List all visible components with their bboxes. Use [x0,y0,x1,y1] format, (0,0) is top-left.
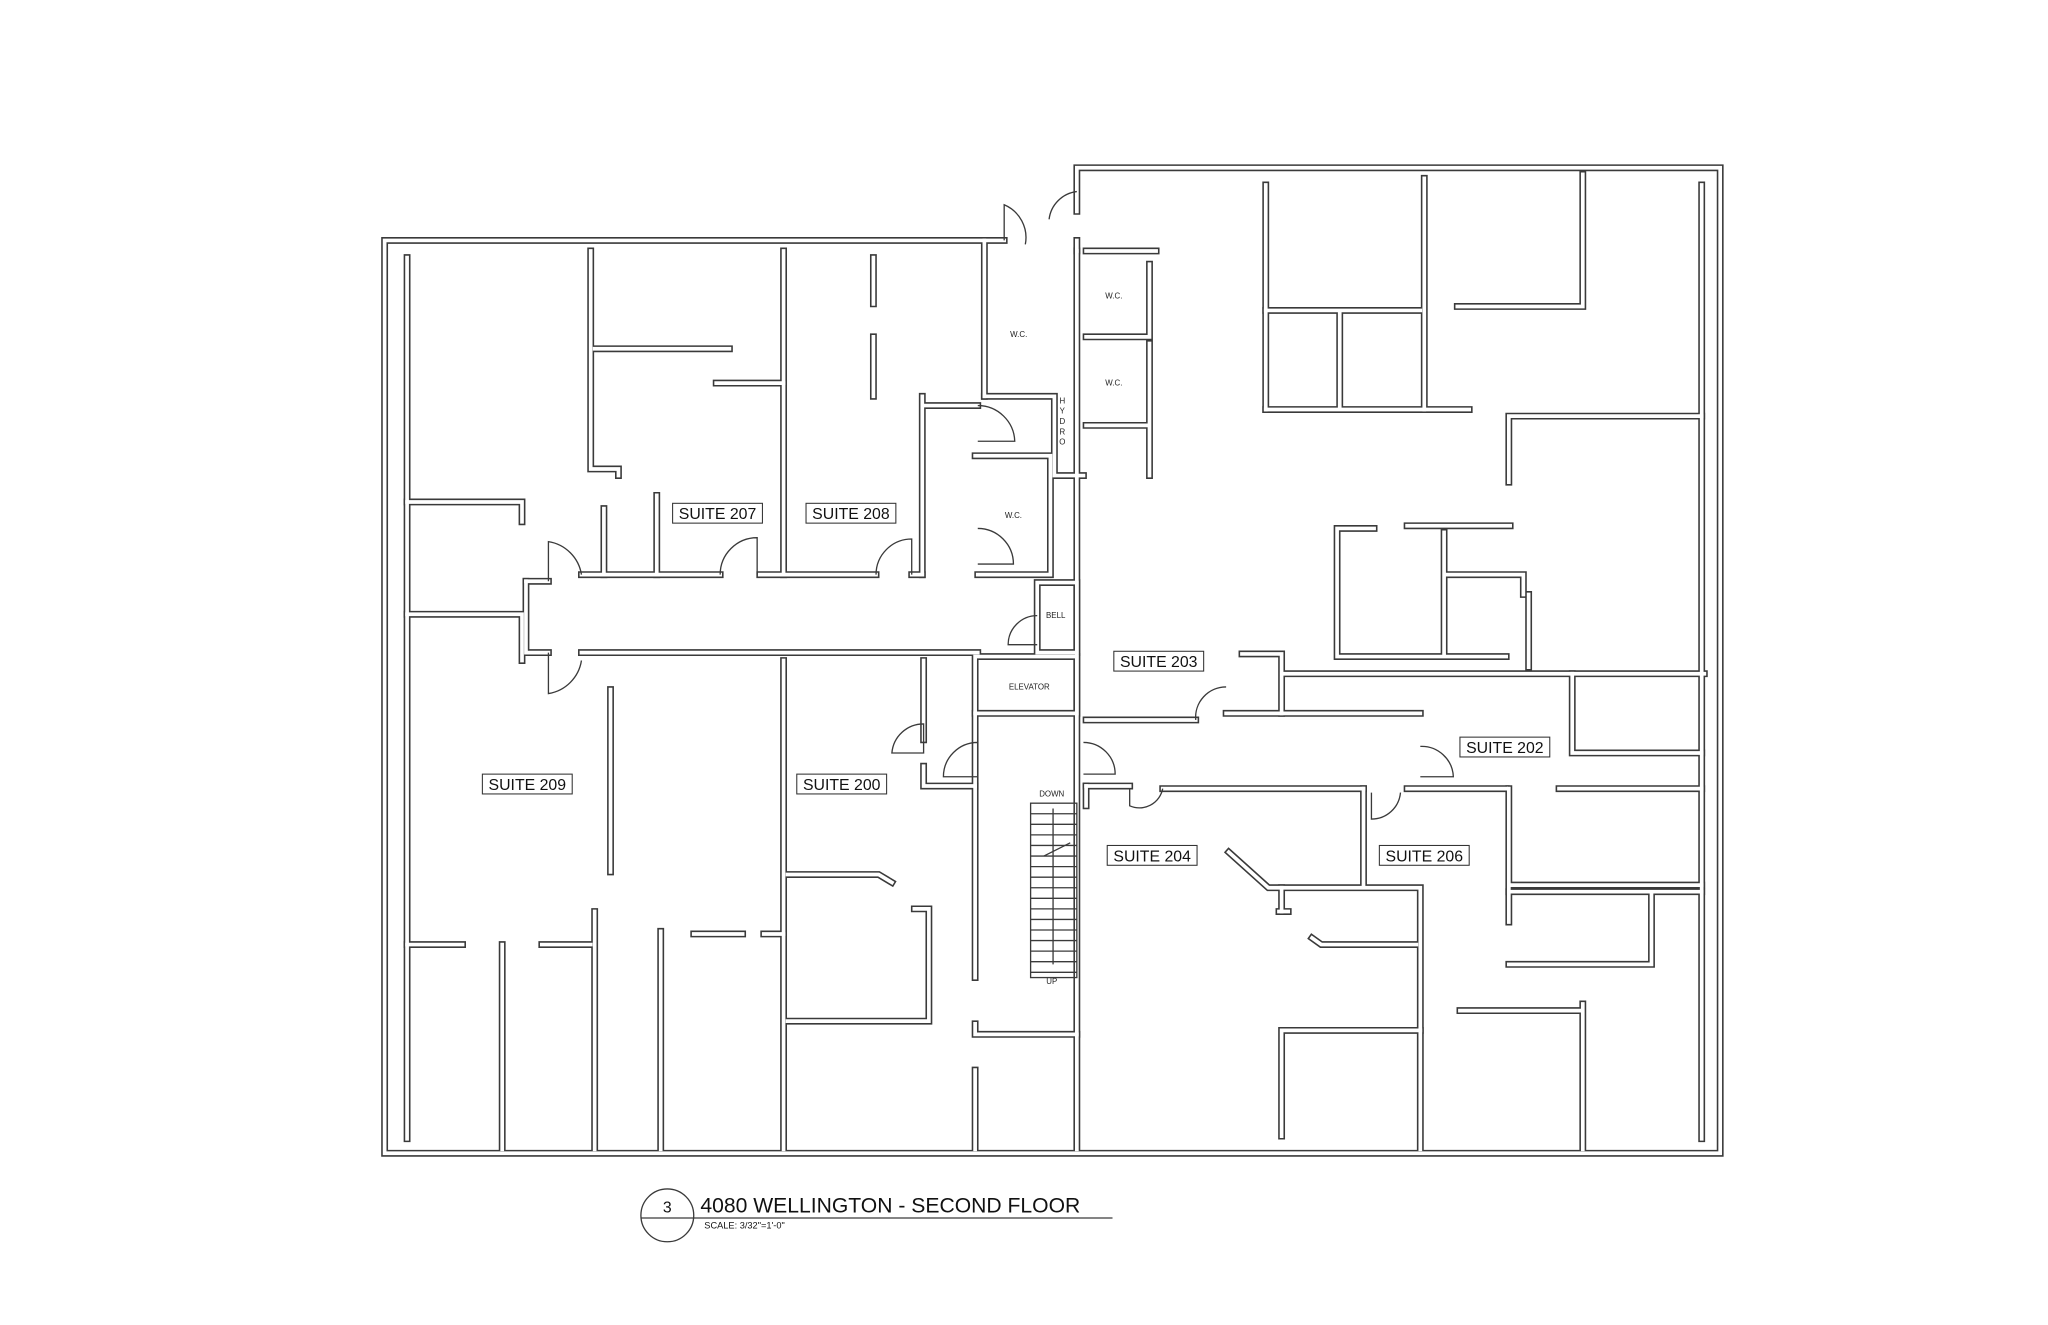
drawing-number-bubble [640,1188,695,1243]
suite-203-label: SUITE 203 [1113,650,1205,672]
suite-204-label: SUITE 204 [1106,844,1198,866]
stair-down-label: DOWN [1039,790,1064,799]
hydro-label: HYDRO [1058,396,1067,448]
suite-209-label: SUITE 209 [481,773,573,795]
suite-208-label: SUITE 208 [805,502,897,524]
bell-label: BELL [1046,611,1066,620]
drawing-scale: SCALE: 3/32"=1'-0" [704,1221,784,1231]
wc-label: W.C. [1105,379,1122,388]
svg-text:SUITE 203: SUITE 203 [1120,654,1198,671]
suite-202-label: SUITE 202 [1459,736,1551,758]
title-block: 3 4080 WELLINGTON - SECOND FLOOR SCALE: … [640,1188,1113,1243]
stair-up-label: UP [1046,977,1057,986]
wc-label: W.C. [1005,511,1022,520]
svg-text:SUITE 209: SUITE 209 [489,777,567,794]
drawing-number: 3 [663,1200,672,1217]
wc-label: W.C. [1010,330,1027,339]
svg-text:SUITE 204: SUITE 204 [1113,848,1191,865]
svg-text:SUITE 200: SUITE 200 [803,777,881,794]
svg-text:SUITE 208: SUITE 208 [812,506,890,523]
wc-label: W.C. [1105,292,1122,301]
staircase [1029,802,1078,979]
svg-text:SUITE 202: SUITE 202 [1466,740,1544,757]
suite-206-label: SUITE 206 [1378,844,1470,866]
door-swings [547,190,1455,820]
elevator-label: ELEVATOR [1009,683,1050,692]
drawing-title: 4080 WELLINGTON - SECOND FLOOR [700,1195,1080,1218]
svg-text:SUITE 207: SUITE 207 [679,506,757,523]
suite-200-label: SUITE 200 [796,773,888,795]
suite-207-label: SUITE 207 [672,502,763,524]
walls [385,168,1721,1153]
svg-text:SUITE 206: SUITE 206 [1386,848,1464,865]
